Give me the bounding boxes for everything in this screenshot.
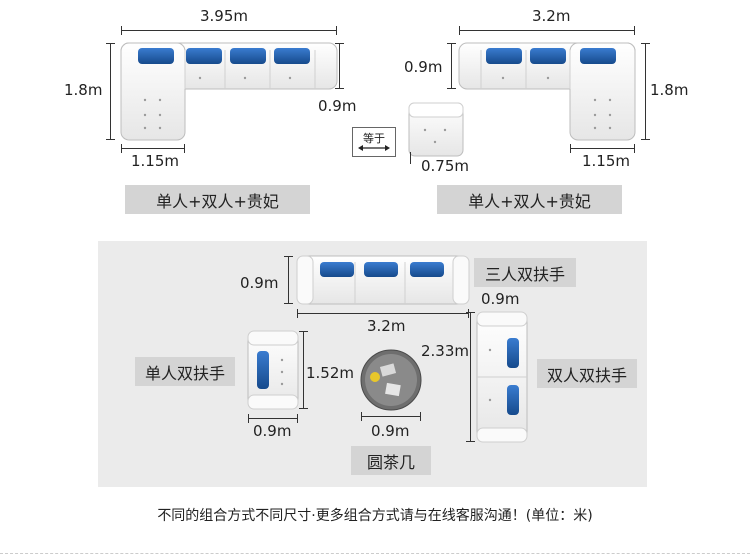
three-seat-caption: 三人双扶手 [474,258,576,287]
top-left-width-dim: 3.95m [200,7,249,25]
tick [447,43,456,44]
tick [420,412,421,421]
tick [297,414,298,423]
equals-box: 等于 [352,127,396,157]
top-left-height-dim: 1.8m [64,81,103,99]
tick [297,309,298,318]
double-seat-length-line [470,312,471,442]
single-seat-depth-dim: 0.9m [253,422,292,440]
three-seat-sofa [296,255,470,305]
three-seat-width-line [297,313,469,314]
top-left-depth-line [339,43,340,89]
tick [335,88,344,89]
tick [121,26,122,35]
single-seat-caption: 单人双扶手 [135,357,235,386]
single-seat-sofa [247,330,299,410]
top-left-l-sofa [120,42,338,141]
tick [299,408,308,409]
top-left-chaise-line [121,148,185,149]
tick [361,412,362,421]
tick [106,139,115,140]
top-left-chaise-dim: 1.15m [131,152,180,170]
tick [336,26,337,35]
ottoman [408,102,464,157]
top-right-chaise-dim: 1.15m [582,152,631,170]
tick [284,256,293,257]
coffee-table-dim-line [361,416,421,417]
tick [121,144,122,153]
tick [634,26,635,35]
top-right-height-line [645,43,646,140]
ottoman-dim-line-left [410,152,411,164]
top-right-depth-dim: 0.9m [404,58,443,76]
bottom-divider [0,553,750,554]
top-left-depth-dim: 0.9m [318,97,357,115]
top-right-width-line [459,30,635,31]
tick [570,144,571,153]
tick [459,26,460,35]
three-seat-depth-dim: 0.9m [240,274,279,292]
top-right-width-dim: 3.2m [532,7,571,25]
tick [248,414,249,423]
double-seat-sofa [476,311,528,443]
tick [634,144,635,153]
round-coffee-table [360,349,422,411]
tick [284,303,293,304]
double-seat-caption: 双人双扶手 [537,359,637,388]
tick [468,309,469,318]
single-seat-length-line [303,331,304,409]
tick [466,312,475,313]
tick [335,43,344,44]
coffee-table-caption: 圆茶几 [351,446,431,475]
coffee-table-dim: 0.9m [371,422,410,440]
top-right-chaise-line [570,148,635,149]
top-left-height-line [110,43,111,140]
tick [184,144,185,153]
top-right-height-dim: 1.8m [650,81,689,99]
tick [641,43,650,44]
top-right-depth-line [451,43,452,89]
single-seat-depth-line [248,418,298,419]
double-seat-depth-dim: 0.9m [481,290,520,308]
tick [466,441,475,442]
ottoman-dim: 0.75m [421,157,470,175]
equals-label: 等于 [363,132,385,145]
double-seat-length-dim: 2.33m [421,342,470,360]
double-arrow-icon [358,145,390,151]
tick [106,43,115,44]
footer-note: 不同的组合方式不同尺寸·更多组合方式请与在线客服沟通！(单位：米) [157,508,593,524]
tick [299,331,308,332]
top-left-caption: 单人+双人+贵妃 [125,185,310,214]
top-left-width-line [121,30,337,31]
tick [641,139,650,140]
three-seat-width-dim: 3.2m [367,317,406,335]
top-right-caption: 单人+双人+贵妃 [437,185,622,214]
single-seat-length-dim: 1.52m [306,364,355,382]
three-seat-depth-line [288,256,289,304]
tick [447,88,456,89]
top-right-l-sofa [458,42,636,141]
